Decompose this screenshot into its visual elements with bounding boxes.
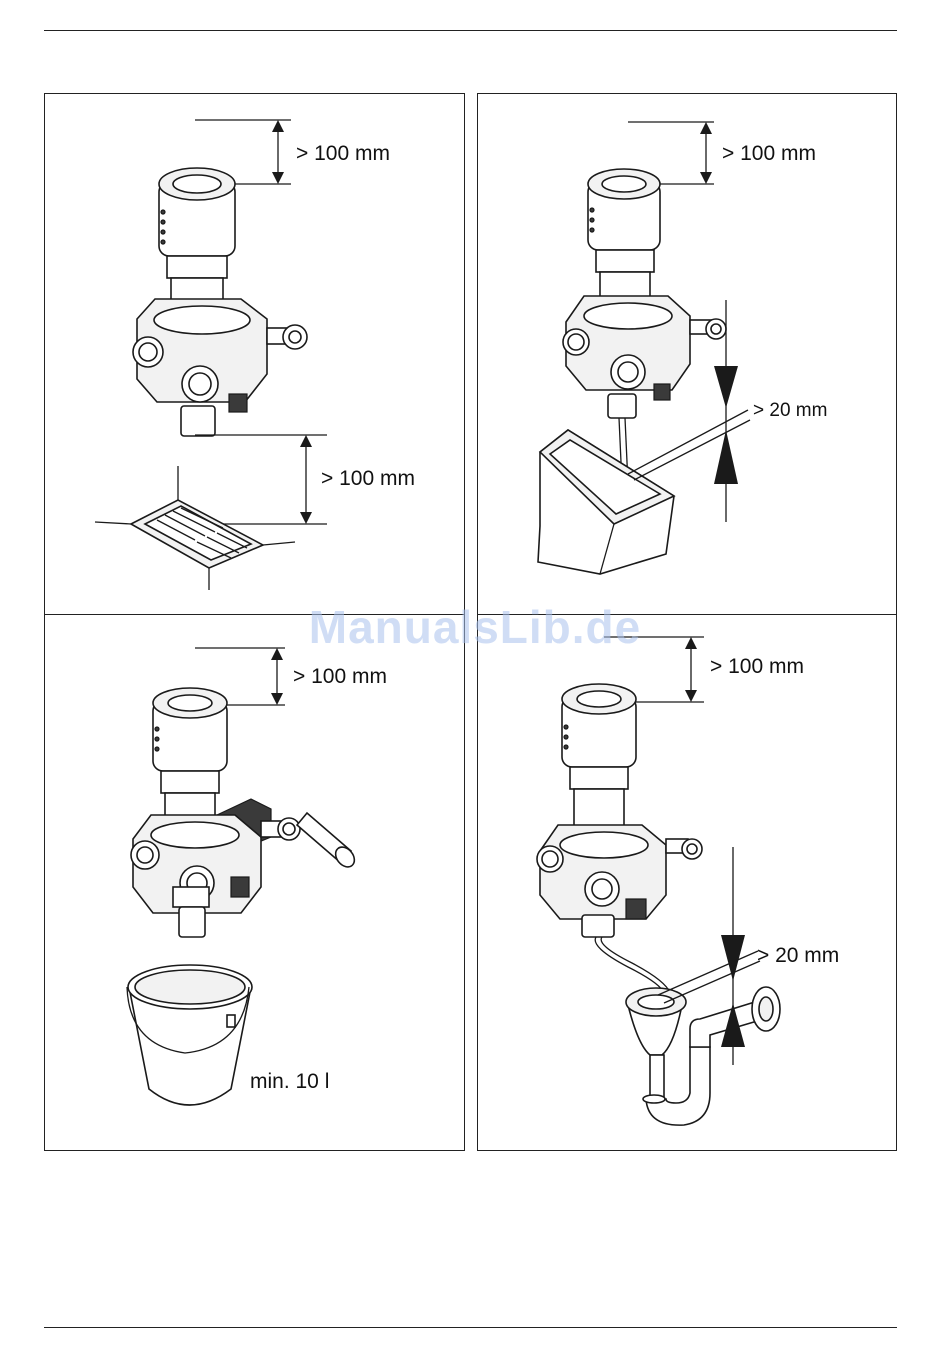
valve-device <box>537 684 702 937</box>
siphon-drain <box>626 987 780 1125</box>
valve-device <box>133 168 307 436</box>
container-illustration <box>478 94 897 615</box>
floor-grate <box>95 466 295 590</box>
valve-device <box>131 688 358 937</box>
footer-rule <box>44 1327 897 1328</box>
bucket <box>127 965 252 1105</box>
collection-container <box>538 430 674 574</box>
floor-drain-illustration <box>45 94 465 615</box>
panel-siphon: > 100 mm > 20 mm <box>477 614 897 1151</box>
siphon-illustration <box>478 615 897 1151</box>
valve-device <box>563 169 726 418</box>
dim-gap-label: > 20 mm <box>753 401 827 420</box>
dim-top-label: > 100 mm <box>722 143 816 164</box>
panel-bucket: > 100 mm min. 10 l <box>44 614 465 1151</box>
dim-bottom-label: > 100 mm <box>321 468 415 489</box>
panel-floor-drain: > 100 mm > 100 mm <box>44 93 465 615</box>
bucket-volume-label: min. 10 l <box>250 1071 329 1092</box>
dim-top-label: > 100 mm <box>710 656 804 677</box>
panel-container: > 100 mm > 20 mm <box>477 93 897 615</box>
dim-top-label: > 100 mm <box>296 143 390 164</box>
dim-top-label: > 100 mm <box>293 666 387 687</box>
header-rule <box>44 30 897 31</box>
dim-gap-label: > 20 mm <box>757 945 839 966</box>
